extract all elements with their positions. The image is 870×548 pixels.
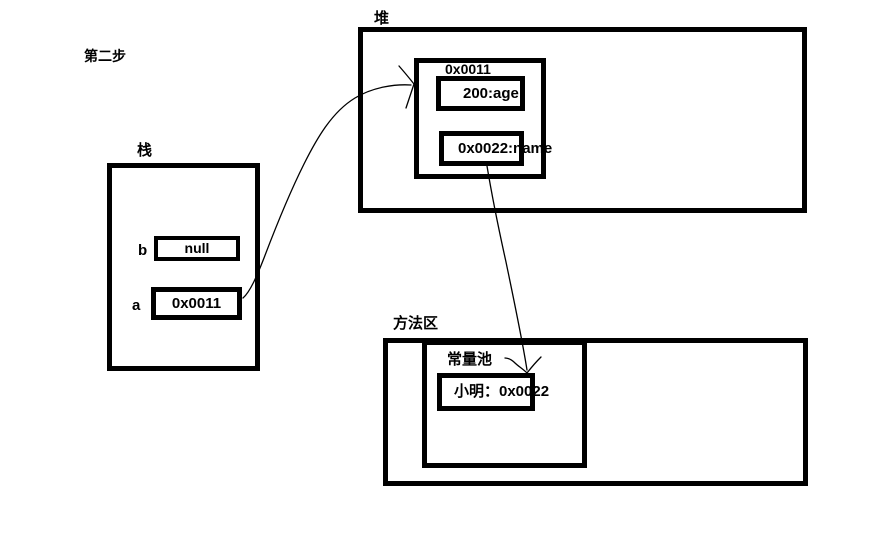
stack-var-b-value: null — [154, 236, 240, 261]
heap-field-age: 200:age — [436, 76, 525, 111]
stack-var-a-name: a — [132, 297, 141, 314]
constant-pool-entry: 小明：0x0022 — [437, 373, 549, 411]
stack-var-b-name: b — [138, 242, 148, 259]
stack-label: 栈 — [137, 142, 153, 159]
heap-object-box — [414, 58, 546, 179]
heap-field-name: 0x0022:name — [439, 131, 552, 166]
constant-pool-label: 常量池 — [447, 351, 493, 368]
method-area-label: 方法区 — [393, 315, 439, 332]
heap-object-address: 0x0011 — [445, 61, 491, 77]
stack-var-a-value: 0x0011 — [151, 287, 242, 320]
stack-box — [107, 163, 260, 371]
heap-label: 堆 — [374, 10, 390, 27]
method-area-box — [383, 338, 808, 486]
step-title: 第二步 — [84, 48, 126, 64]
